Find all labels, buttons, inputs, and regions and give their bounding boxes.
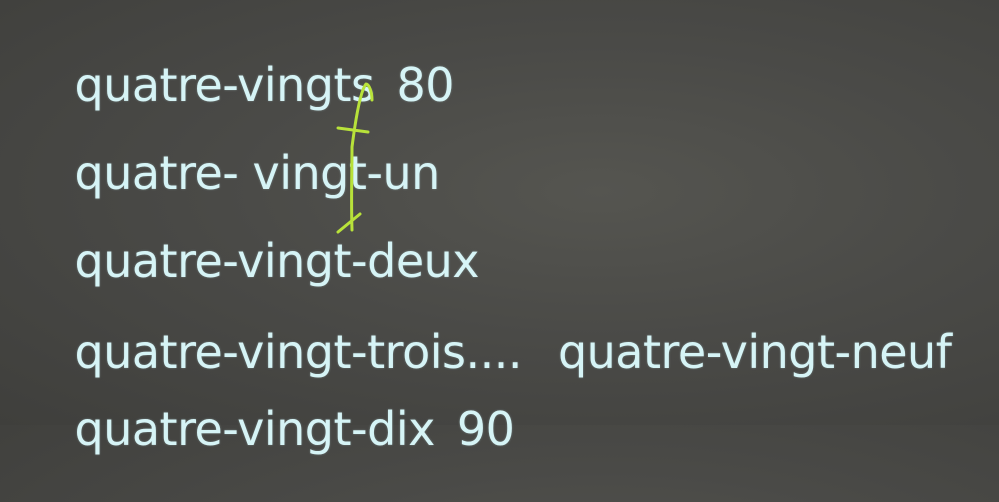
number-80: 80 [396, 58, 455, 112]
word-quatre-vingt-un: quatre- vingt-un [74, 146, 441, 200]
line-quatre-vingts: quatre-vingts 80 [18, 16, 455, 154]
word-quatre-vingt-neuf: quatre-vingt-neuf [557, 325, 952, 379]
line-quatre-vingt-dix: quatre-vingt-dix 90 [18, 360, 515, 498]
line-quatre-vingt-trois: quatre-vingt-trois.... quatre-vingt-neuf [18, 283, 952, 421]
word-quatre-vingt-dix: quatre-vingt-dix [74, 402, 436, 456]
word-quatre-vingts: quatre-vingts [74, 58, 376, 112]
word-quatre-vingt-deux: quatre-vingt-deux [74, 234, 480, 288]
word-quatre-vingt-trois: quatre-vingt-trois.... [74, 325, 523, 379]
number-90: 90 [456, 402, 515, 456]
line-quatre-vingt-deux: quatre-vingt-deux [18, 192, 480, 330]
slide: quatre-vingts 80 quatre- vingt-un quatre-… [18, 16, 952, 452]
